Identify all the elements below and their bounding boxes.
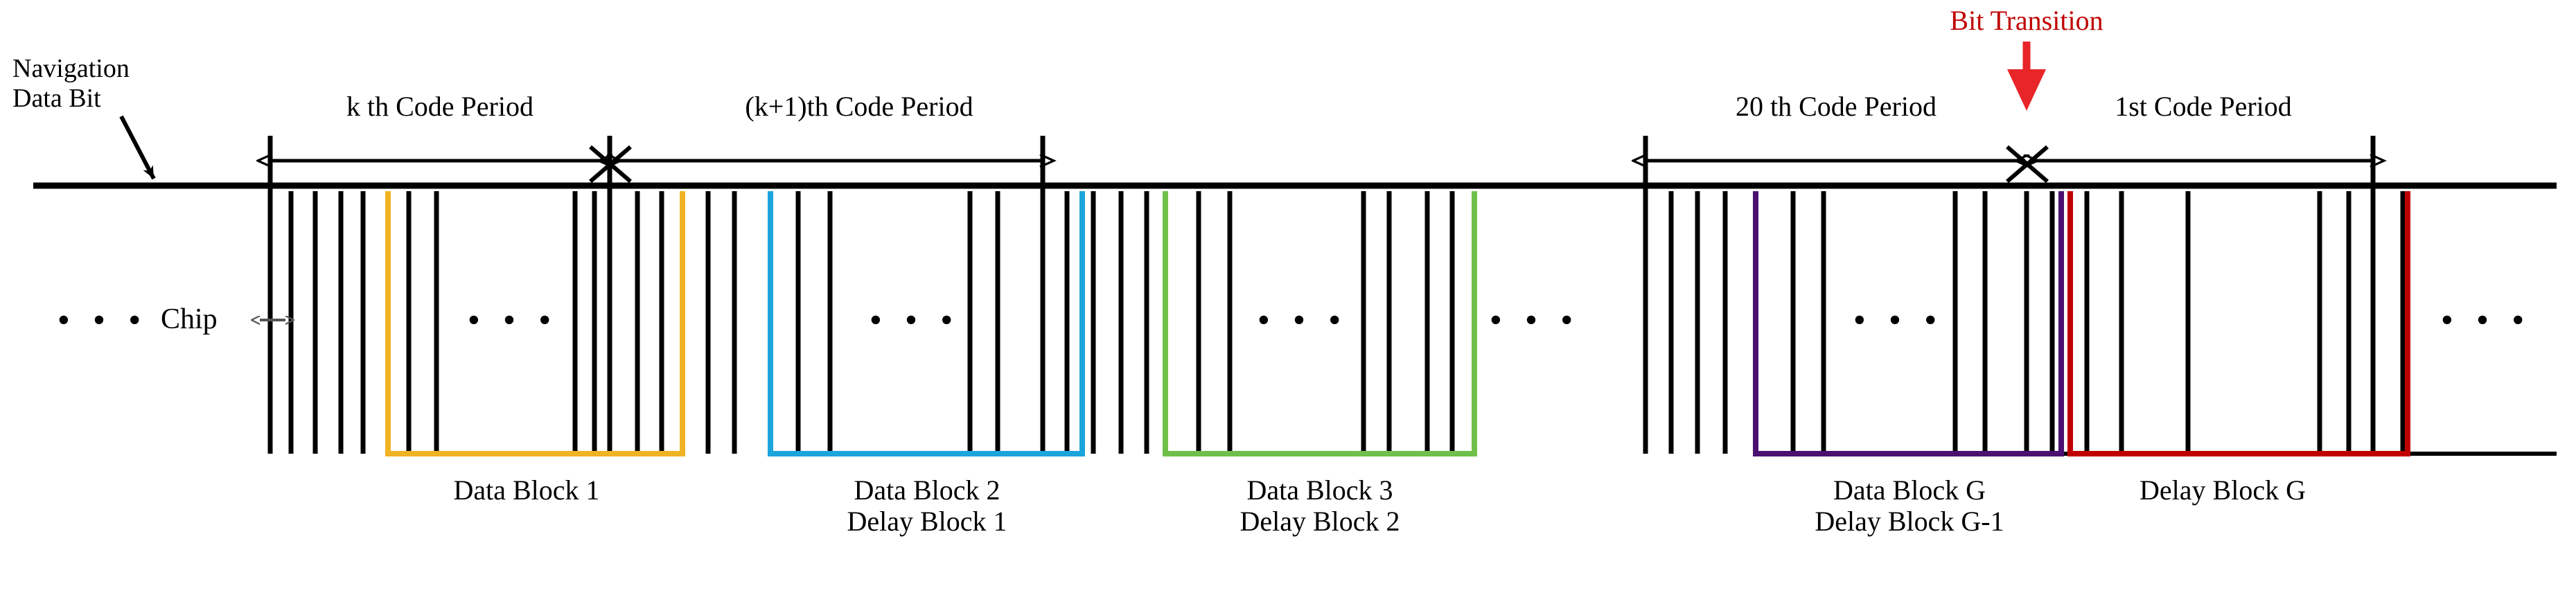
navigation-data-bit-line1: Navigation — [12, 54, 130, 83]
block-label-delay-block-g: Delay Block G — [2140, 474, 2306, 506]
data-block-2-bracket — [768, 191, 1085, 456]
block-label-line: Data Block G — [1833, 474, 1986, 506]
bit-transition-arrow-icon — [2007, 42, 2046, 111]
block-label-line: Delay Block 1 — [847, 505, 1007, 537]
bit-transition-label: Bit Transition — [1950, 5, 2103, 36]
block1-inner-ellipsis: • • • — [467, 301, 558, 340]
block-label-data-block-g: Data Block G Delay Block G-1 — [1815, 474, 2004, 538]
code-period-label-kth: k th Code Period — [346, 91, 533, 122]
block3-inner-ellipsis: • • • — [1257, 301, 1348, 340]
code-period-label-20th: 20 th Code Period — [1736, 91, 1937, 122]
chip-label: Chip — [161, 303, 218, 335]
code-period-label-1st: 1st Code Period — [2115, 91, 2292, 122]
navigation-data-bit-arrow-icon — [119, 115, 156, 180]
block-label-line: Delay Block G-1 — [1815, 505, 2004, 537]
data-block-3-bracket — [1163, 191, 1477, 456]
delay-block-g-bracket — [2067, 191, 2410, 456]
block-label-data-block-1: Data Block 1 — [453, 474, 600, 506]
block-label-line: Delay Block G — [2140, 474, 2306, 506]
block-label-data-block-3: Data Block 3 Delay Block 2 — [1240, 474, 1400, 538]
block-label-line: Delay Block 2 — [1240, 505, 1400, 537]
data-block-1-bracket — [385, 191, 685, 456]
period-join-x-marker-icon — [589, 145, 2049, 184]
data-block-g-bracket — [1753, 191, 2064, 456]
navigation-data-bit-label: Navigation Data Bit — [12, 54, 130, 113]
far-right-ellipsis: • • • — [2440, 301, 2532, 340]
chip-leading-ellipsis: • • • — [57, 301, 148, 340]
navigation-data-bit-line2: Data Bit — [12, 83, 101, 113]
blockG-inner-ellipsis: • • • — [1853, 301, 1944, 340]
block2-inner-ellipsis: • • • — [869, 301, 960, 340]
block-label-line: Data Block 3 — [1246, 474, 1393, 506]
block-label-line: Data Block 2 — [854, 474, 1000, 506]
block-label-line: Data Block 1 — [453, 474, 600, 506]
block-label-data-block-2: Data Block 2 Delay Block 1 — [847, 474, 1007, 538]
code-period-label-kplus1: (k+1)th Code Period — [745, 91, 973, 122]
mid-gap-ellipsis: • • • — [1489, 301, 1580, 340]
